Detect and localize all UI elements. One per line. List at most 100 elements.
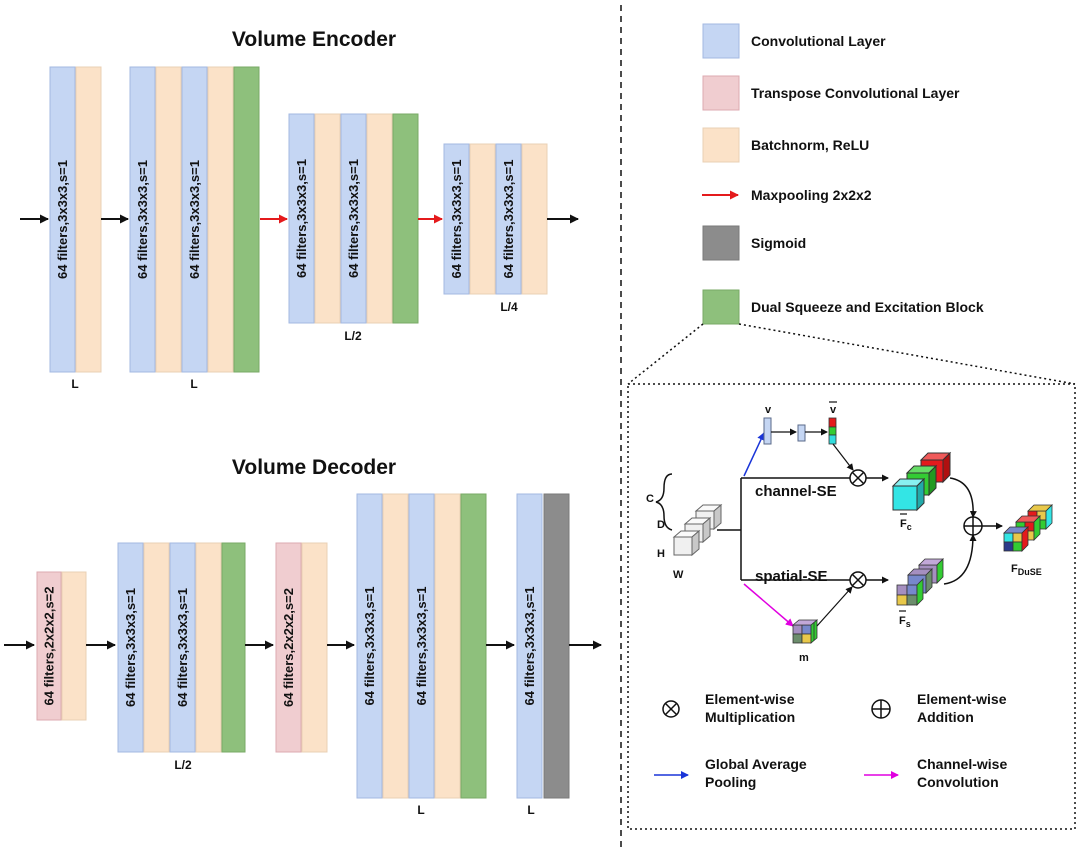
batchnorm-relu-layer (434, 493, 461, 799)
add-label-line1: Element-wise (917, 691, 1007, 707)
batchnorm-relu-layer (521, 143, 548, 295)
add-icon (963, 516, 983, 536)
conv-layer (129, 66, 156, 373)
dual-se-block (392, 113, 419, 324)
batchnorm-relu-layer (314, 113, 341, 324)
legend-label: Batchnorm, ReLU (751, 137, 869, 153)
decoder-title: Volume Decoder (232, 456, 396, 479)
conv-layer-label: 64 filters,3x3x3,s=1 (362, 587, 377, 706)
encoder: 64 filters,3x3x3,s=1 L 64 filters,3x3x3,… (20, 66, 579, 391)
dim-w-label: W (673, 569, 684, 581)
arrow (816, 586, 853, 627)
vector-v (763, 417, 772, 445)
legend-label: Convolutional Layer (751, 33, 886, 49)
gap-label-line2: Pooling (705, 774, 756, 790)
input-volume (672, 503, 723, 557)
gap-arrow (743, 432, 765, 477)
fduse-volume (1003, 504, 1053, 552)
legend-swatch-dual-se (702, 289, 740, 325)
conv-layer (181, 66, 208, 373)
spatial-se-label: spatial-SE (755, 568, 828, 585)
gap-label-line1: Global Average (705, 756, 807, 772)
dim-d-label: D (657, 519, 665, 531)
dim-label: L/4 (500, 300, 518, 314)
legend-swatch-transpose (702, 75, 740, 111)
dual-se-block (221, 542, 246, 753)
dual-se-block (233, 66, 260, 373)
mult-label-line2: Multiplication (705, 709, 795, 725)
dim-label: L/2 (174, 758, 192, 772)
legend: Convolutional Layer Transpose Convolutio… (702, 23, 984, 325)
add-label-line2: Addition (917, 709, 974, 725)
legend-swatch-sigmoid (702, 225, 740, 261)
transpose-conv-label: 64 filters,2x2x2,s=2 (42, 587, 57, 706)
conv-layer-label: 64 filters,3x3x3,s=1 (522, 587, 537, 706)
fduse-label: FDuSE (1011, 563, 1042, 577)
vector-bottleneck (797, 424, 806, 442)
cw-label-line1: Channel-wise (917, 756, 1007, 772)
dual-se-block (460, 493, 487, 799)
conv-layer-label: 64 filters,3x3x3,s=1 (187, 160, 202, 279)
sigmoid-layer (543, 493, 570, 799)
fc-volume (891, 451, 952, 512)
legend-label: Sigmoid (751, 235, 806, 251)
dim-h-label: H (657, 548, 665, 560)
zoom-box (627, 383, 1076, 830)
legend-label: Maxpooling 2x2x2 (751, 187, 872, 203)
dim-label: L (527, 803, 534, 817)
fs-to-add-curve (943, 534, 977, 585)
decoder: 64 filters,2x2x2,s=2 64 filters,3x3x3,s=… (4, 493, 602, 817)
batchnorm-relu-layer (382, 493, 409, 799)
fc-label: Fc (900, 518, 912, 532)
vector-v-bar (828, 417, 837, 445)
conv-layer (49, 66, 76, 373)
multiply-icon (849, 571, 867, 589)
channel-se-label: channel-SE (755, 483, 837, 500)
add-icon (871, 699, 891, 719)
conv-layer (356, 493, 383, 799)
mult-label-line1: Element-wise (705, 691, 795, 707)
v-label: v (765, 404, 772, 416)
batchnorm-relu-layer (75, 66, 102, 373)
duse-detail: C D H W channel-SE spatial-SE v (627, 323, 1076, 830)
legend-swatch-conv (702, 23, 740, 59)
legend-label: Transpose Convolutional Layer (751, 85, 960, 101)
cw-label-line2: Convolution (917, 774, 999, 790)
batchnorm-relu-layer (207, 66, 234, 373)
conv-layer (443, 143, 470, 295)
dim-label: L (417, 803, 424, 817)
batchnorm-relu-layer (155, 66, 182, 373)
batchnorm-relu-layer (61, 571, 87, 721)
batchnorm-relu-layer (195, 542, 222, 753)
arrow (832, 443, 854, 471)
conv-layer-label: 64 filters,3x3x3,s=1 (346, 159, 361, 278)
conv-layer-label: 64 filters,3x3x3,s=1 (175, 588, 190, 707)
channel-wise-conv-arrow (743, 583, 794, 627)
transpose-conv-layer (36, 571, 62, 721)
brace-icon (655, 473, 673, 531)
conv-layer (117, 542, 144, 753)
conv-layer (408, 493, 435, 799)
legend-label: Dual Squeeze and Excitation Block (751, 299, 984, 315)
conv-layer (169, 542, 196, 753)
conv-layer (340, 113, 367, 324)
encoder-title: Volume Encoder (232, 28, 396, 51)
zoom-guide-left (627, 323, 704, 385)
conv-layer-label: 64 filters,3x3x3,s=1 (501, 160, 516, 279)
batchnorm-relu-layer (143, 542, 170, 753)
conv-layer-label: 64 filters,3x3x3,s=1 (414, 587, 429, 706)
conv-layer (516, 493, 543, 799)
m-label: m (799, 652, 809, 664)
batchnorm-relu-layer (469, 143, 496, 295)
legend-swatch-batchnorm (702, 127, 740, 163)
batchnorm-relu-layer (366, 113, 393, 324)
conv-layer (495, 143, 522, 295)
dim-label: L (71, 377, 78, 391)
v-bar-label: v (830, 404, 837, 416)
multiply-icon (849, 469, 867, 487)
conv-layer-label: 64 filters,3x3x3,s=1 (55, 160, 70, 279)
transpose-conv-layer (275, 542, 302, 753)
fs-volume (896, 558, 944, 606)
spatial-map-m (791, 619, 819, 644)
